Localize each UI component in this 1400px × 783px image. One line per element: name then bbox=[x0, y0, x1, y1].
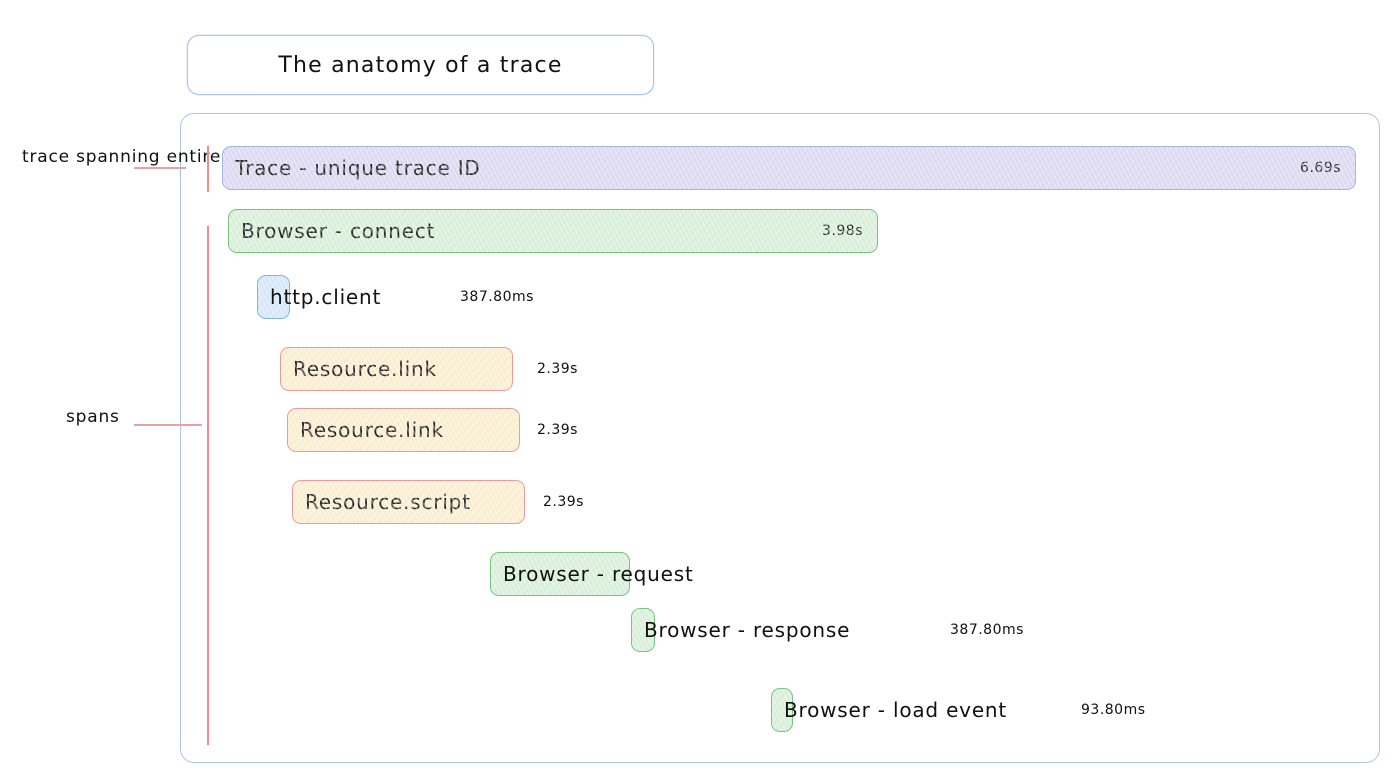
span-duration: 2.39s bbox=[543, 494, 584, 510]
trace-annotation-bracket bbox=[207, 146, 209, 192]
waterfall-row-browser-response[interactable]: Browser - response 387.80ms bbox=[631, 608, 1023, 652]
span-bar-trace[interactable]: Trace - unique trace ID 6.69s bbox=[222, 146, 1356, 190]
title-box: The anatomy of a trace bbox=[187, 35, 654, 95]
trace-frame bbox=[180, 113, 1380, 763]
waterfall-row-http-client[interactable]: http.client 387.80ms bbox=[257, 275, 533, 319]
span-label: Resource.link bbox=[293, 357, 437, 381]
waterfall-row-resource-link-1[interactable]: Resource.link 2.39s bbox=[280, 347, 577, 391]
span-duration: 3.98s bbox=[822, 223, 863, 239]
span-bar-resource-script[interactable]: Resource.script bbox=[292, 480, 525, 524]
span-bar-browser-response[interactable]: Browser - response bbox=[631, 608, 849, 652]
span-duration: 6.69s bbox=[1300, 160, 1341, 176]
spans-annotation-leader-line bbox=[134, 424, 202, 426]
trace-annotation-leader-line bbox=[134, 167, 186, 169]
span-duration: 387.80ms bbox=[950, 622, 1024, 638]
span-duration: 2.39s bbox=[537, 361, 578, 377]
span-duration: 2.39s bbox=[537, 422, 578, 438]
waterfall-row-browser-load-event[interactable]: Browser - load event 93.80ms bbox=[771, 688, 1145, 732]
waterfall-row-resource-script[interactable]: Resource.script 2.39s bbox=[292, 480, 583, 524]
waterfall-row-browser-connect[interactable]: Browser - connect 3.98s bbox=[228, 209, 878, 253]
span-label: Resource.script bbox=[305, 490, 471, 514]
spans-annotation-label: spans bbox=[66, 407, 120, 427]
span-duration: 387.80ms bbox=[460, 289, 534, 305]
span-label: Resource.link bbox=[300, 418, 444, 442]
span-bar-browser-connect[interactable]: Browser - connect 3.98s bbox=[228, 209, 878, 253]
span-label: Browser - connect bbox=[241, 219, 436, 243]
span-bar-resource-link[interactable]: Resource.link bbox=[280, 347, 513, 391]
waterfall-row-resource-link-2[interactable]: Resource.link 2.39s bbox=[287, 408, 577, 452]
span-label: Trace - unique trace ID bbox=[235, 156, 481, 180]
spans-annotation-bracket bbox=[207, 226, 209, 745]
span-bar-browser-load-event[interactable]: Browser - load event bbox=[771, 688, 1006, 732]
span-bar-resource-link[interactable]: Resource.link bbox=[287, 408, 520, 452]
span-duration: 93.80ms bbox=[1081, 702, 1146, 718]
page-title: The anatomy of a trace bbox=[278, 52, 563, 78]
waterfall-row-browser-request[interactable]: Browser - request bbox=[490, 552, 693, 596]
span-bar-http-client[interactable]: http.client bbox=[257, 275, 380, 319]
span-bar-browser-request[interactable]: Browser - request bbox=[490, 552, 693, 596]
waterfall-row-trace[interactable]: Trace - unique trace ID 6.69s bbox=[222, 146, 1356, 190]
